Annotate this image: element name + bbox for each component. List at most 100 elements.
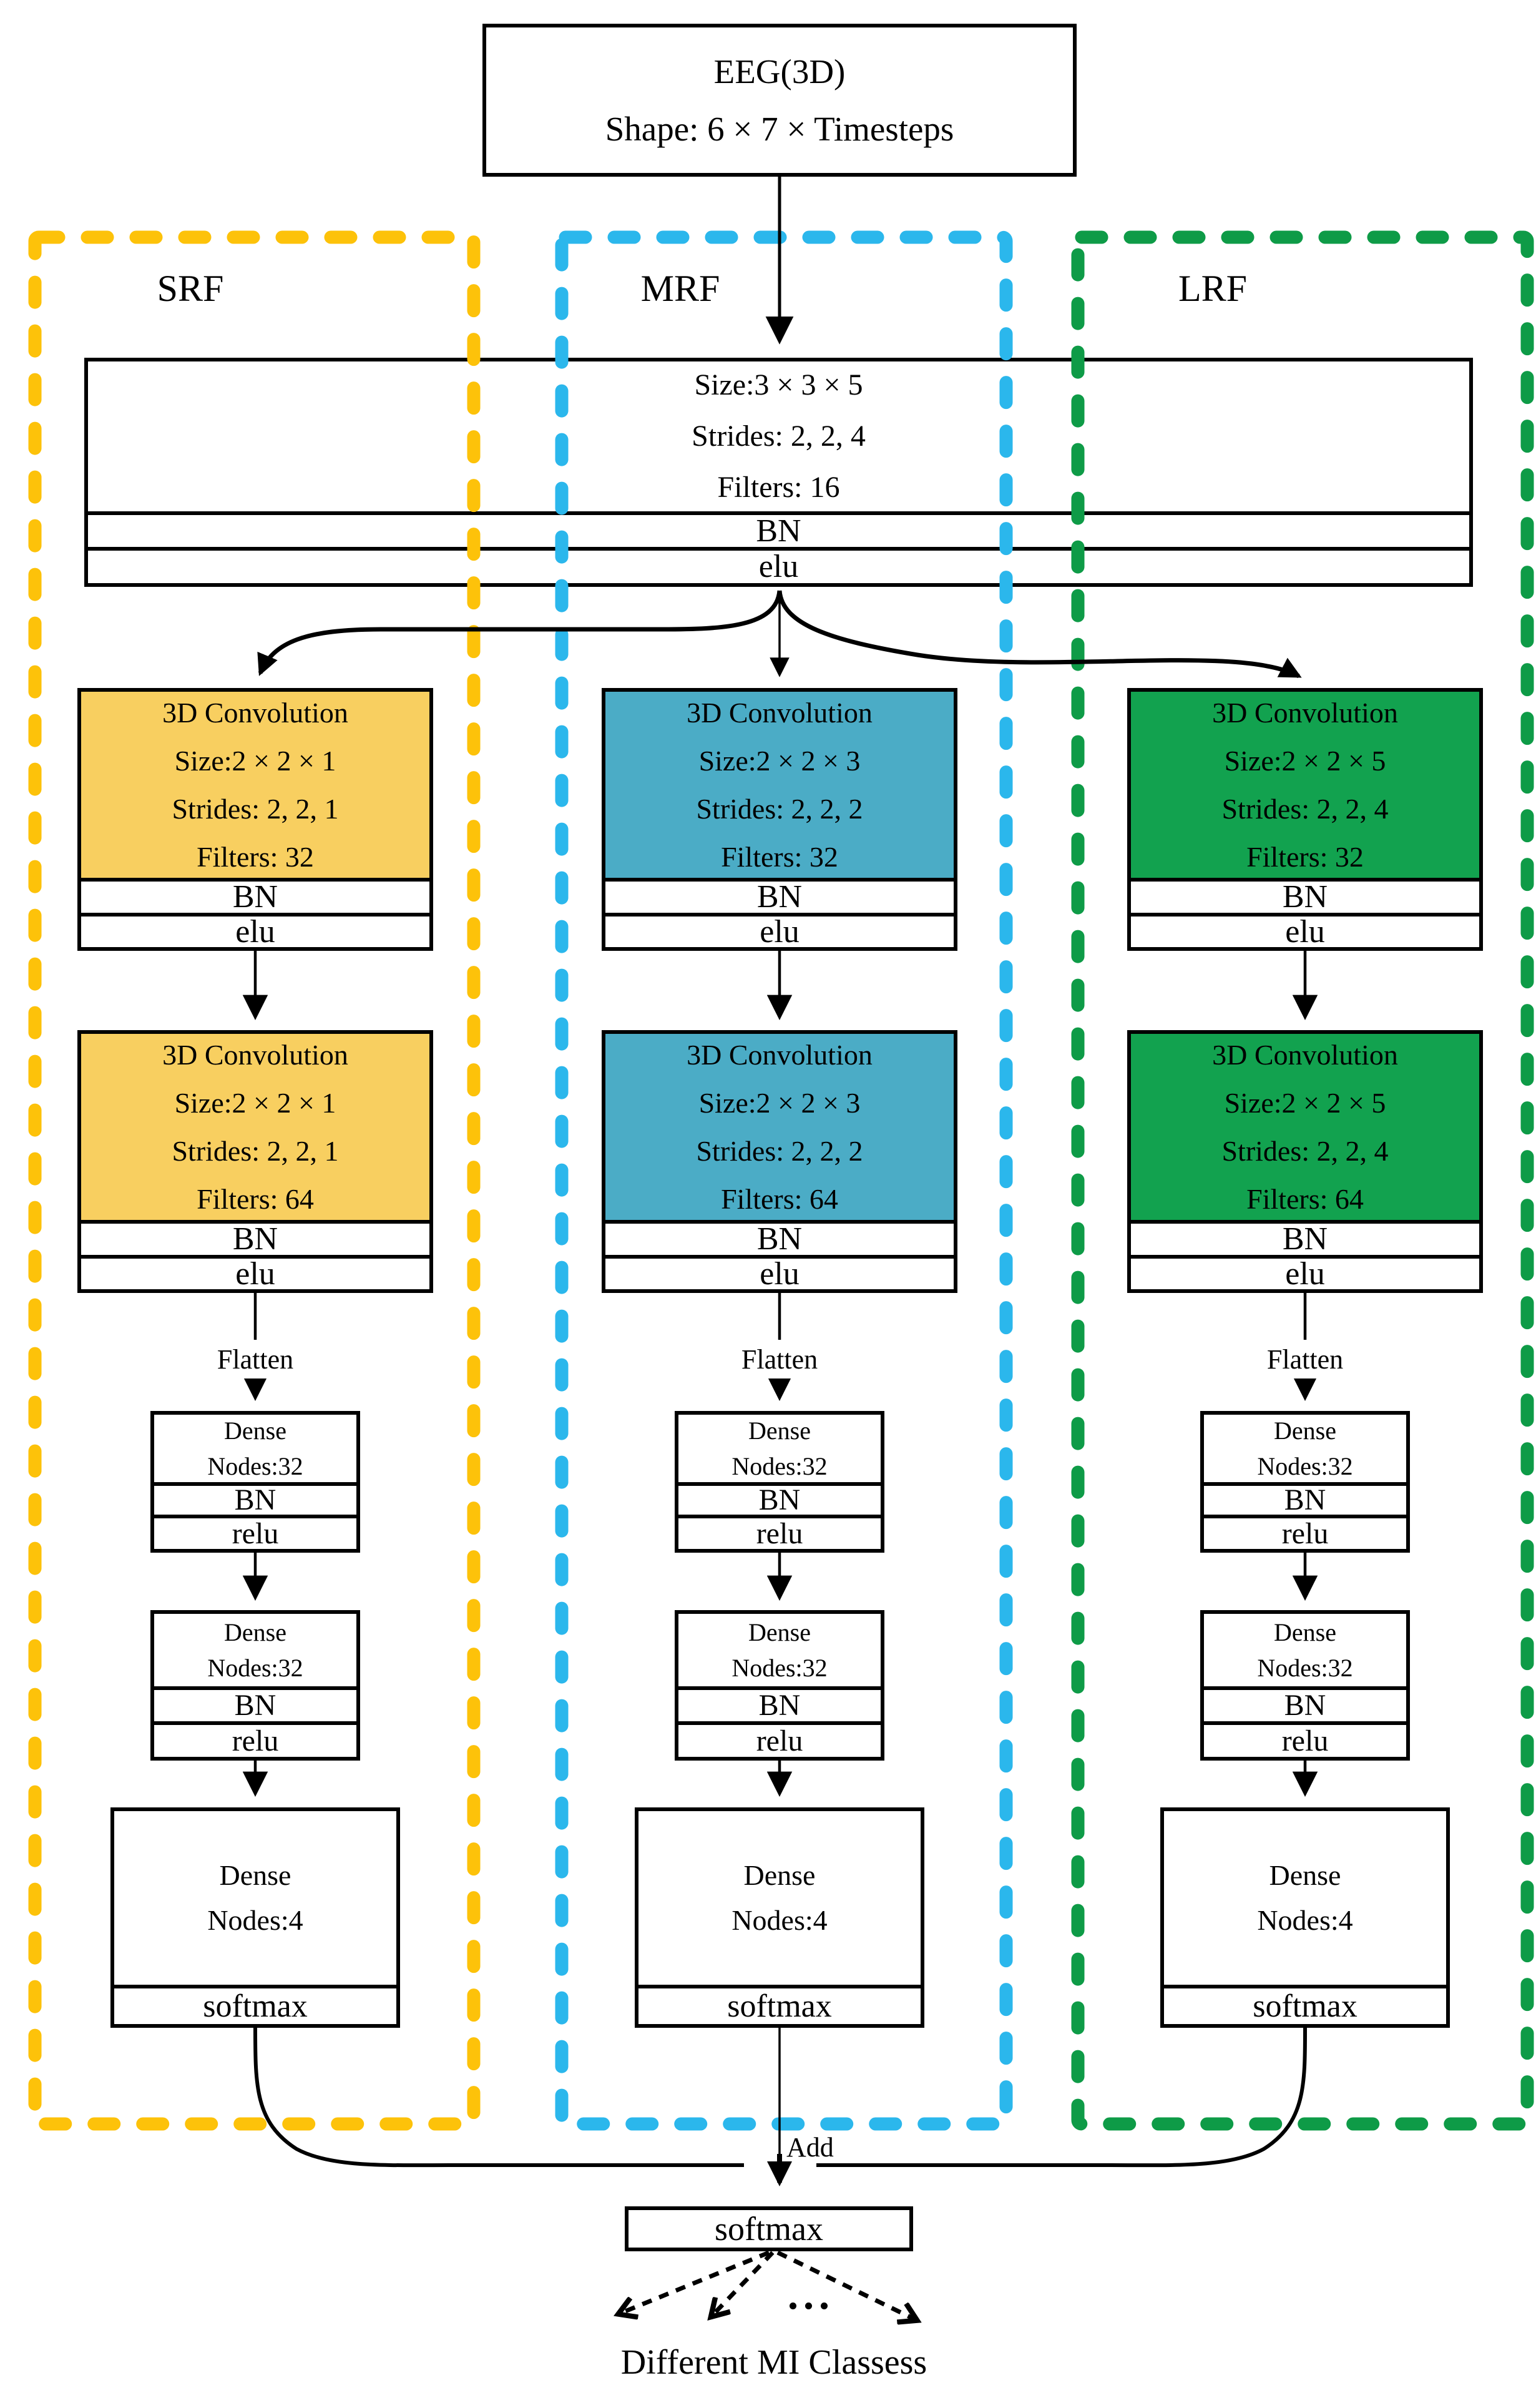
- mrf-conv2-box: 3D Convolution Size:2 × 2 × 3 Strides: 2…: [602, 1030, 957, 1224]
- srf-dense2-relu-label: relu: [232, 1724, 279, 1757]
- stem-filters: Filters: 16: [717, 471, 840, 504]
- srf-conv2-elu-label: elu: [235, 1256, 275, 1292]
- lrf-label: LRF: [1178, 268, 1248, 309]
- lrf-conv2-box: 3D Convolution Size:2 × 2 × 5 Strides: 2…: [1127, 1030, 1483, 1224]
- lrf-dense2-bn: BN: [1200, 1686, 1410, 1725]
- mrf-dense1-bn: BN: [675, 1482, 884, 1518]
- srf-dense1-relu-label: relu: [232, 1516, 279, 1550]
- mrf-conv2-bn-label: BN: [756, 1221, 803, 1257]
- mrf-dense2-relu-label: relu: [756, 1724, 803, 1757]
- lrf-conv2-bn: BN: [1127, 1220, 1483, 1259]
- srf-dense2-bn-label: BN: [234, 1689, 276, 1722]
- mrf-dense2-relu: relu: [675, 1721, 884, 1761]
- srf-conv2-box: 3D Convolution Size:2 × 2 × 1 Strides: 2…: [77, 1030, 433, 1224]
- stem-bn-label: BN: [756, 513, 801, 549]
- lrf-dense2-relu: relu: [1200, 1721, 1410, 1761]
- srf-output-dense-nodes: Nodes:4: [207, 1904, 303, 1936]
- mrf-dense2-box: Dense Nodes:32: [675, 1610, 884, 1690]
- stem-size: Size:3 × 3 × 5: [694, 368, 863, 401]
- srf-output-dense-title: Dense: [219, 1859, 291, 1891]
- arrow-stem-to-lrf: [777, 590, 1302, 679]
- mrf-output-dense-nodes: Nodes:4: [731, 1904, 828, 1936]
- srf-dense1-nodes: Nodes:32: [207, 1452, 303, 1480]
- lrf-dense1-relu: relu: [1200, 1515, 1410, 1553]
- lrf-output-dense-title: Dense: [1269, 1859, 1341, 1891]
- mrf-dense2-bn-label: BN: [758, 1689, 801, 1722]
- srf-conv2-elu: elu: [77, 1255, 433, 1293]
- lrf-dense2-title: Dense: [1274, 1618, 1336, 1646]
- mrf-dense1-nodes: Nodes:32: [731, 1452, 828, 1480]
- srf-conv1-strides: Strides: 2, 2, 1: [172, 793, 339, 825]
- mrf-dense1-bn-label: BN: [758, 1483, 801, 1516]
- mrf-conv2-size: Size:2 × 2 × 3: [698, 1087, 861, 1119]
- final-softmax-label: softmax: [715, 2210, 823, 2248]
- srf-conv2-bn-label: BN: [232, 1221, 278, 1257]
- srf-conv2-bn: BN: [77, 1220, 433, 1259]
- mrf-dense1-relu-label: relu: [756, 1516, 803, 1550]
- lrf-dense1-box: Dense Nodes:32: [1200, 1411, 1410, 1486]
- lrf-conv1-elu-label: elu: [1285, 913, 1325, 950]
- lrf-dense2-relu-label: relu: [1281, 1724, 1329, 1757]
- lrf-dense1-nodes: Nodes:32: [1257, 1452, 1353, 1480]
- lrf-conv1-bn: BN: [1127, 878, 1483, 917]
- stem-conv-box: Size:3 × 3 × 5 Strides: 2, 2, 4 Filters:…: [84, 358, 1473, 515]
- mrf-conv2-title: 3D Convolution: [687, 1039, 873, 1071]
- srf-conv2-strides: Strides: 2, 2, 1: [172, 1135, 339, 1167]
- srf-conv2-title: 3D Convolution: [162, 1039, 348, 1071]
- lrf-conv2-filters: Filters: 64: [1246, 1183, 1364, 1215]
- add-label: Add: [786, 2132, 834, 2163]
- srf-dense2-box: Dense Nodes:32: [150, 1610, 360, 1690]
- input-title: EEG(3D): [713, 52, 846, 91]
- srf-conv1-elu-label: elu: [235, 913, 275, 950]
- mrf-dense1-relu: relu: [675, 1515, 884, 1553]
- mrf-dense1-box: Dense Nodes:32: [675, 1411, 884, 1486]
- lrf-conv1-box: 3D Convolution Size:2 × 2 × 5 Strides: 2…: [1127, 688, 1483, 882]
- mrf-conv1-size: Size:2 × 2 × 3: [698, 745, 861, 777]
- srf-dense2-nodes: Nodes:32: [207, 1654, 303, 1682]
- lrf-softmax-label: softmax: [1253, 1988, 1357, 2024]
- lrf-conv2-size: Size:2 × 2 × 5: [1224, 1087, 1386, 1119]
- lrf-dense1-bn: BN: [1200, 1482, 1410, 1518]
- mrf-softmax-row: softmax: [635, 1985, 924, 2028]
- lrf-conv2-strides: Strides: 2, 2, 4: [1221, 1135, 1389, 1167]
- lrf-conv1-bn-label: BN: [1282, 879, 1328, 915]
- mrf-dense2-title: Dense: [748, 1618, 811, 1646]
- mrf-softmax-label: softmax: [727, 1988, 832, 2024]
- stem-strides: Strides: 2, 2, 4: [692, 420, 866, 453]
- lrf-dense1-bn-label: BN: [1284, 1483, 1326, 1516]
- lrf-conv2-elu: elu: [1127, 1255, 1483, 1293]
- ellipsis-label: ...: [788, 2271, 834, 2318]
- mrf-conv2-strides: Strides: 2, 2, 2: [696, 1135, 863, 1167]
- srf-conv2-filters: Filters: 64: [197, 1183, 314, 1215]
- mrf-conv1-elu: elu: [602, 913, 957, 951]
- mrf-conv1-elu-label: elu: [760, 913, 800, 950]
- output-caption: Different MI Classess: [620, 2343, 927, 2382]
- mrf-dense1-title: Dense: [748, 1417, 811, 1445]
- lrf-dense1-title: Dense: [1274, 1417, 1336, 1445]
- lrf-conv1-filters: Filters: 32: [1246, 841, 1364, 873]
- lrf-conv1-title: 3D Convolution: [1212, 697, 1398, 729]
- lrf-conv1-strides: Strides: 2, 2, 4: [1221, 793, 1389, 825]
- mrf-conv2-filters: Filters: 64: [721, 1183, 838, 1215]
- srf-softmax-row: softmax: [110, 1985, 400, 2028]
- lrf-conv1-elu: elu: [1127, 913, 1483, 951]
- srf-conv1-bn: BN: [77, 878, 433, 917]
- srf-label: SRF: [157, 268, 224, 309]
- srf-dense1-box: Dense Nodes:32: [150, 1411, 360, 1486]
- mrf-conv1-box: 3D Convolution Size:2 × 2 × 3 Strides: 2…: [602, 688, 957, 882]
- lrf-conv1-size: Size:2 × 2 × 5: [1224, 745, 1386, 777]
- lrf-dense2-box: Dense Nodes:32: [1200, 1610, 1410, 1690]
- srf-dense1-bn: BN: [150, 1482, 360, 1518]
- arrow-stem-to-srf: [257, 590, 782, 676]
- mrf-conv2-bn: BN: [602, 1220, 957, 1259]
- mrf-dense2-nodes: Nodes:32: [731, 1654, 828, 1682]
- mrf-output-dense-box: Dense Nodes:4: [635, 1807, 924, 1988]
- srf-dense2-bn: BN: [150, 1686, 360, 1725]
- input-shape: Shape: 6 × 7 × Timesteps: [605, 109, 954, 148]
- mrf-conv2-elu: elu: [602, 1255, 957, 1293]
- srf-output-dense-box: Dense Nodes:4: [110, 1807, 400, 1988]
- curve-lrf-to-add: [816, 2027, 1307, 2168]
- input-box: EEG(3D) Shape: 6 × 7 × Timesteps: [482, 24, 1077, 177]
- lrf-conv2-elu-label: elu: [1285, 1256, 1325, 1292]
